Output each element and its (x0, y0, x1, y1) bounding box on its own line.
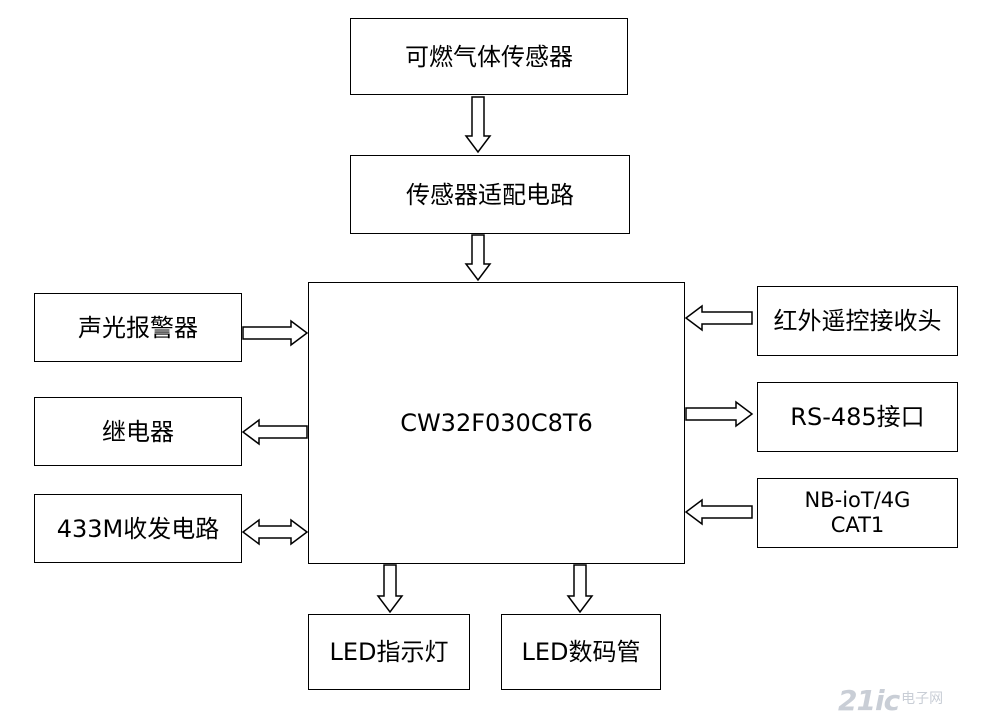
ir-receiver-block: 红外遥控接收头 (757, 286, 958, 356)
alarm-block: 声光报警器 (34, 293, 242, 362)
arrow-nbiot-to-mcu (684, 498, 753, 526)
arrow-mcu-to-alarm (242, 319, 309, 347)
mcu-block: CW32F030C8T6 (308, 282, 685, 564)
arrow-adapter-to-mcu (464, 234, 492, 282)
sensor-adapter-block: 传感器适配电路 (350, 155, 630, 234)
nbiot-block: NB-ioT/4G CAT1 (757, 478, 958, 548)
rf433-block: 433M收发电路 (34, 494, 242, 563)
arrow-ir-to-mcu (684, 304, 753, 332)
watermark-logo: 21ic 电子网 (838, 683, 988, 717)
watermark-logo-text: 21ic (838, 683, 900, 717)
nbiot-label-line1: NB-ioT/4G (804, 487, 911, 512)
rs485-block: RS-485接口 (757, 382, 958, 452)
watermark-site-text: 电子网 (901, 691, 944, 708)
arrow-mcu-to-led-digit (566, 564, 594, 614)
arrow-gas-to-adapter (464, 96, 492, 154)
nbiot-label-line2: CAT1 (830, 513, 885, 537)
led-digit-block: LED数码管 (501, 614, 661, 690)
led-indicator-block: LED指示灯 (308, 614, 470, 690)
arrow-rf433-bidirectional (241, 518, 309, 546)
arrow-mcu-to-rs485 (685, 400, 754, 428)
relay-block: 继电器 (34, 397, 242, 466)
arrow-mcu-to-led-indicator (376, 564, 404, 614)
arrow-mcu-to-relay (241, 418, 308, 446)
gas-sensor-block: 可燃气体传感器 (350, 18, 628, 95)
